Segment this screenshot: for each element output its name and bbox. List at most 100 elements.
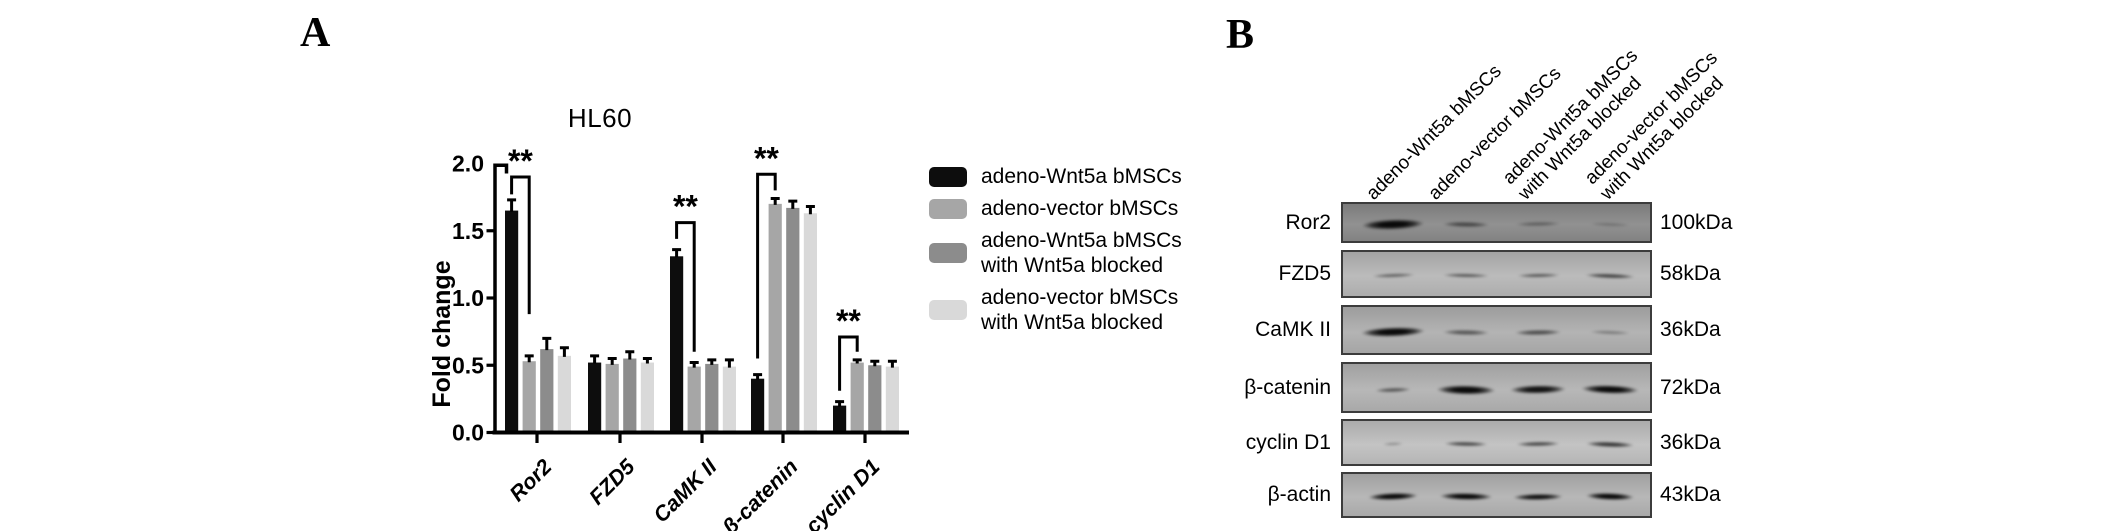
- error-bar-CaMK II-s1: [689, 361, 699, 368]
- blot-kda-cyclin D1: 36kDa: [1660, 430, 1721, 454]
- error-bar-cyclin D1-s3: [887, 359, 897, 368]
- bar-CaMK II-s0: [670, 256, 684, 433]
- blot-label-β-actin: β-actin: [1267, 483, 1331, 506]
- category-label-β-catenin: β-catenin: [717, 455, 802, 531]
- error-bar-CaMK II-s0: [672, 248, 682, 258]
- bar-β-catenin-s1: [768, 203, 782, 433]
- y-tick-label-1: 1.0: [452, 285, 484, 311]
- legend-label-1: adeno-vector bMSCs: [981, 197, 1179, 220]
- panel-a-label: A: [300, 10, 331, 56]
- bar-CaMK II-s3: [722, 366, 736, 433]
- error-bar-cyclin D1-s1: [852, 358, 862, 364]
- blot-kda-Ror2: 100kDa: [1660, 210, 1733, 234]
- category-label-cyclin D1: cyclin D1: [801, 455, 885, 531]
- legend-label-3: adeno-vector bMSCs with Wnt5a blocked: [981, 286, 1179, 334]
- blot-band-β-catenin-lane2: [1501, 383, 1575, 396]
- error-bar-Ror2-s0: [507, 198, 517, 212]
- legend-label-2: adeno-Wnt5a bMSCs with Wnt5a blocked: [981, 229, 1182, 277]
- blot-label-β-catenin: β-catenin: [1244, 375, 1331, 399]
- y-tick-label-0: 0.0: [452, 420, 484, 446]
- error-bar-FZD5-s1: [607, 357, 617, 365]
- chart-title: HL60: [567, 103, 633, 133]
- y-tick-label-0.5: 0.5: [452, 352, 484, 378]
- bar-FZD5-s1: [605, 363, 619, 433]
- bar-CaMK II-s2: [705, 363, 719, 433]
- sig-label-CaMK II: **: [673, 189, 698, 225]
- blot-band-β-catenin-lane0: [1369, 385, 1417, 394]
- bar-FZD5-s0: [588, 362, 602, 433]
- blot-box-β-actin: [1341, 472, 1652, 518]
- bar-FZD5-s3: [640, 362, 654, 433]
- error-bar-β-catenin-s1: [770, 196, 780, 205]
- blot-box-cyclin D1: [1341, 419, 1652, 466]
- chart-legend: adeno-Wnt5a bMSCs adeno-vector bMSCs adeno…: [929, 164, 1182, 335]
- bar-cyclin D1-s0: [833, 405, 847, 433]
- y-tick-label-2: 2.0: [452, 151, 484, 177]
- blot-label-FZD5: FZD5: [1278, 262, 1332, 285]
- error-bar-Ror2-s3: [559, 346, 569, 357]
- category-label-FZD5: FZD5: [585, 454, 641, 510]
- bar-Ror2-s0: [505, 210, 519, 433]
- legend-entry-0: adeno-Wnt5a bMSCs: [929, 164, 1182, 189]
- blot-box-Ror2: [1341, 202, 1652, 243]
- bar-Ror2-s2: [540, 349, 554, 433]
- y-tick-label-1.5: 1.5: [452, 218, 484, 244]
- blot-band-β-actin-lane1: [1431, 491, 1501, 502]
- error-bar-cyclin D1-s0: [835, 400, 845, 407]
- blot-band-Ror2-lane1: [1435, 220, 1497, 229]
- error-bar-β-catenin-s2: [788, 199, 798, 209]
- legend-entry-1: adeno-vector bMSCs: [929, 196, 1182, 221]
- legend-swatch-3: [929, 300, 967, 320]
- legend-swatch-1: [929, 198, 967, 219]
- blot-kda-β-catenin: 72kDa: [1660, 375, 1721, 399]
- blot-kda-FZD5: 58kDa: [1660, 262, 1721, 285]
- bar-β-catenin-s0: [751, 378, 765, 433]
- error-bar-Ror2-s2: [542, 336, 552, 351]
- legend-swatch-2: [929, 243, 967, 263]
- legend-entry-3: adeno-vector bMSCs with Wnt5a blocked: [929, 285, 1182, 335]
- bar-Ror2-s3: [557, 355, 571, 433]
- sig-label-β-catenin: **: [754, 140, 779, 176]
- blot-box-β-catenin: [1341, 362, 1652, 413]
- error-bar-Ror2-s1: [524, 354, 534, 363]
- error-bar-CaMK II-s3: [724, 358, 734, 368]
- bar-β-catenin-s3: [803, 213, 817, 433]
- error-bar-FZD5-s3: [642, 357, 652, 364]
- bar-FZD5-s2: [623, 358, 637, 433]
- sig-bracket-cyclin D1: [838, 335, 859, 391]
- bar-β-catenin-s2: [786, 207, 800, 433]
- category-label-CaMK II: CaMK II: [649, 454, 722, 527]
- blot-label-Ror2: Ror2: [1285, 210, 1331, 234]
- legend-swatch-0: [929, 166, 967, 187]
- sig-label-cyclin D1: **: [836, 303, 861, 339]
- blot-band-CaMK II-lane1: [1435, 327, 1497, 337]
- blot-band-CaMK II-lane2: [1507, 327, 1569, 337]
- sig-bracket-β-catenin: [756, 172, 777, 359]
- category-label-Ror2: Ror2: [505, 455, 557, 507]
- error-bar-β-catenin-s0: [753, 373, 763, 380]
- panel-b-label: B: [1226, 12, 1255, 58]
- legend-label-0: adeno-Wnt5a bMSCs: [981, 165, 1182, 188]
- bar-Ror2-s1: [522, 361, 536, 433]
- blot-band-Ror2-lane0: [1352, 216, 1434, 233]
- blot-band-β-catenin-lane1: [1427, 382, 1505, 397]
- bar-cyclin D1-s1: [850, 362, 864, 433]
- sig-bracket-Ror2: [510, 175, 531, 315]
- bar-CaMK II-s1: [687, 366, 701, 433]
- blot-kda-CaMK II: 36kDa: [1660, 318, 1721, 341]
- bar-cyclin D1-s2: [868, 365, 882, 433]
- blot-label-cyclin D1: cyclin D1: [1245, 430, 1331, 454]
- bar-cyclin D1-s3: [885, 366, 899, 433]
- error-bar-FZD5-s0: [590, 354, 600, 364]
- sig-bracket-CaMK II: [675, 221, 696, 352]
- error-bar-cyclin D1-s2: [870, 359, 880, 367]
- blot-box-CaMK II: [1341, 305, 1652, 355]
- sig-label-Ror2: **: [508, 143, 533, 179]
- blot-kda-β-actin: 43kDa: [1660, 483, 1721, 506]
- blot-band-β-actin-lane2: [1505, 492, 1571, 502]
- blot-label-CaMK II: CaMK II: [1255, 318, 1331, 341]
- error-bar-FZD5-s2: [625, 350, 635, 360]
- blot-box-FZD5: [1341, 250, 1652, 298]
